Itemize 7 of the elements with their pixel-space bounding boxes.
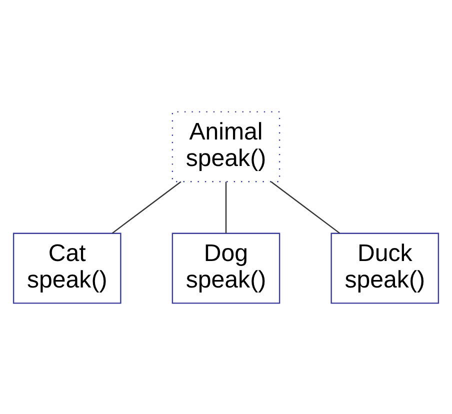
node-box: Dog speak()	[172, 232, 280, 304]
connector	[270, 180, 340, 234]
connector	[225, 181, 227, 233]
node-box: Duck speak()	[330, 232, 440, 304]
node-box: Animal speak()	[172, 110, 280, 182]
connector	[112, 180, 182, 234]
node-box: Cat speak()	[12, 232, 122, 304]
